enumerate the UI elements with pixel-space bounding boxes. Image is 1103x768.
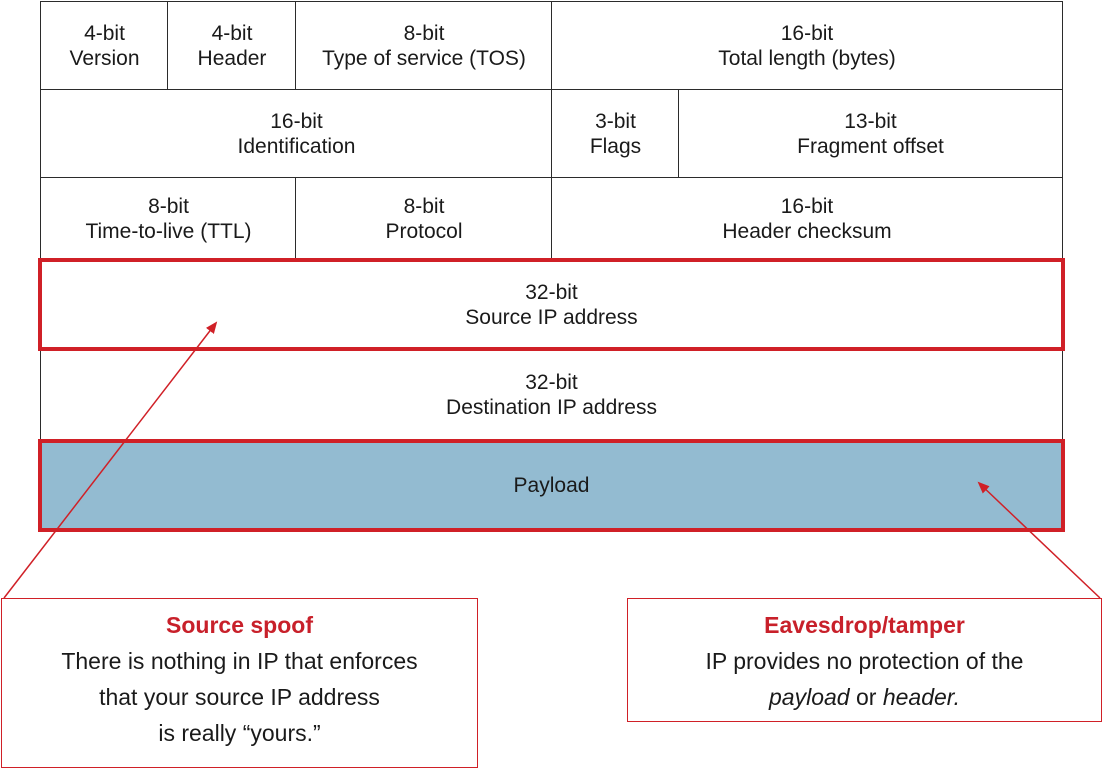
field-flags-label: Flags xyxy=(589,135,642,158)
field-flags-size: 3-bit xyxy=(595,110,636,133)
field-header-length: 4-bit Header xyxy=(167,1,297,91)
field-fragment-offset-size: 13-bit xyxy=(844,110,897,133)
callout-source-spoof-line-1: There is nothing in IP that enforces xyxy=(61,648,418,674)
field-source-ip: 32-bit Source IP address xyxy=(38,258,1065,351)
field-identification-size: 16-bit xyxy=(270,110,323,133)
field-total-length-label: Total length (bytes) xyxy=(718,47,896,70)
field-protocol-size: 8-bit xyxy=(403,195,445,218)
field-destination-ip-size: 32-bit xyxy=(525,371,578,394)
callout-source-spoof-line-2: that your source IP address xyxy=(99,684,380,710)
callout-eavesdrop-line-1: IP provides no protection of the xyxy=(705,648,1024,674)
callout-source-spoof: Source spoof There is nothing in IP that… xyxy=(1,598,478,768)
field-version: 4-bit Version xyxy=(40,1,169,91)
callout-eavesdrop-header-word: header. xyxy=(882,684,960,710)
field-tos-label: Type of service (TOS) xyxy=(322,47,526,70)
callout-eavesdrop-or-word: or xyxy=(849,684,883,710)
callout-source-spoof-line-3: is really “yours.” xyxy=(158,720,321,746)
field-destination-ip: 32-bit Destination IP address xyxy=(40,348,1063,442)
field-header-length-size: 4-bit xyxy=(211,22,253,45)
field-ttl: 8-bit Time-to-live (TTL) xyxy=(40,177,297,261)
callout-eavesdrop-title: Eavesdrop/tamper xyxy=(764,612,965,638)
field-tos-size: 8-bit xyxy=(403,22,445,45)
field-fragment-offset: 13-bit Fragment offset xyxy=(678,89,1063,179)
field-header-length-label: Header xyxy=(197,47,267,70)
field-total-length: 16-bit Total length (bytes) xyxy=(551,1,1063,91)
field-header-checksum: 16-bit Header checksum xyxy=(551,177,1063,261)
field-fragment-offset-label: Fragment offset xyxy=(797,135,944,158)
field-total-length-size: 16-bit xyxy=(780,22,834,45)
field-identification-label: Identification xyxy=(237,135,356,158)
field-payload: Payload xyxy=(38,439,1065,532)
field-source-ip-size: 32-bit xyxy=(525,280,578,304)
field-source-ip-label: Source IP address xyxy=(465,305,638,329)
field-version-size: 4-bit xyxy=(84,22,125,45)
field-protocol-label: Protocol xyxy=(385,220,463,243)
field-header-checksum-size: 16-bit xyxy=(780,195,834,218)
field-protocol: 8-bit Protocol xyxy=(295,177,553,261)
field-flags: 3-bit Flags xyxy=(551,89,680,179)
field-ttl-size: 8-bit xyxy=(148,195,189,218)
callout-eavesdrop: Eavesdrop/tamper IP provides no protecti… xyxy=(627,598,1102,722)
field-payload-label: Payload xyxy=(513,474,590,497)
field-version-label: Version xyxy=(69,47,140,70)
callout-eavesdrop-line-2: payload or header. xyxy=(628,679,1101,715)
callout-eavesdrop-payload-word: payload xyxy=(769,684,850,710)
field-ttl-label: Time-to-live (TTL) xyxy=(85,220,252,243)
field-tos: 8-bit Type of service (TOS) xyxy=(295,1,553,91)
callout-source-spoof-title: Source spoof xyxy=(166,612,313,638)
field-destination-ip-label: Destination IP address xyxy=(446,396,657,419)
field-identification: 16-bit Identification xyxy=(40,89,553,179)
field-header-checksum-label: Header checksum xyxy=(722,220,892,243)
